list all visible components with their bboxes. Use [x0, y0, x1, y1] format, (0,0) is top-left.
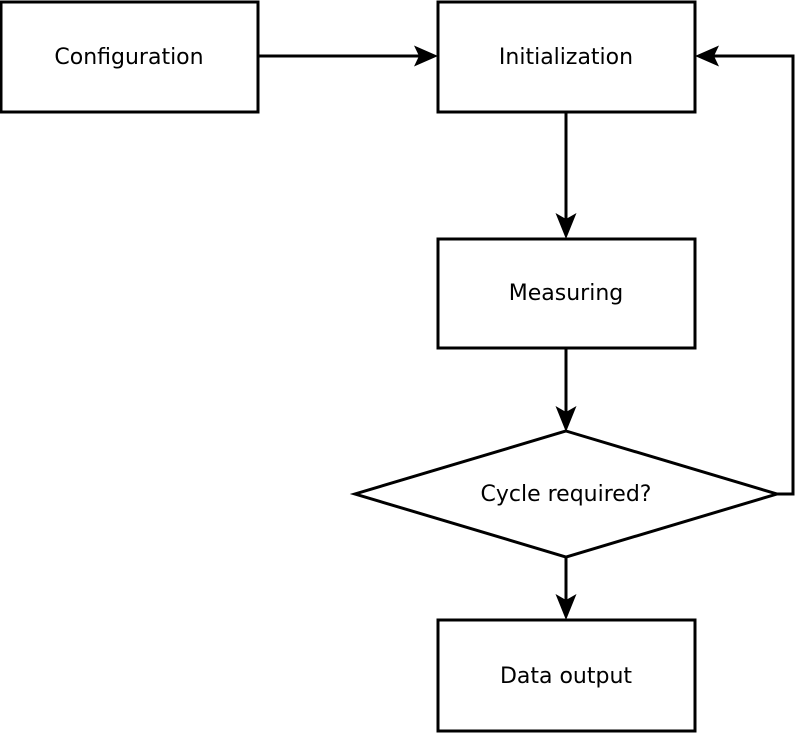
- node-initialization-label: Initialization: [499, 45, 633, 70]
- node-data-output[interactable]: Data output: [436, 618, 697, 733]
- arrow-head-down-icon: [555, 594, 577, 620]
- node-configuration-label: Configuration: [54, 45, 203, 70]
- edge-cycle-required-to-initialization: [695, 45, 795, 496]
- node-measuring-label: Measuring: [509, 281, 623, 306]
- edge-cycle-required-to-data-output: [555, 556, 577, 620]
- node-measuring-shape[interactable]: [436, 237, 697, 350]
- edge-initialization-to-measuring: [555, 112, 577, 239]
- node-data-output-shape[interactable]: [436, 618, 697, 733]
- node-measuring[interactable]: Measuring: [436, 237, 697, 350]
- arrow-head-down-icon: [555, 213, 577, 239]
- node-initialization[interactable]: Initialization: [436, 0, 697, 114]
- node-data-output-label: Data output: [500, 664, 632, 689]
- node-configuration[interactable]: Configuration: [0, 0, 260, 114]
- edge-measuring-to-cycle-required: [555, 348, 577, 432]
- node-cycle-required[interactable]: Cycle required?: [349, 429, 783, 559]
- node-cycle-required-shape[interactable]: [349, 429, 783, 559]
- node-configuration-shape[interactable]: [0, 0, 260, 114]
- edge-configuration-to-initialization: [258, 45, 438, 67]
- node-cycle-required-label: Cycle required?: [481, 482, 652, 507]
- arrow-head-right-icon: [414, 45, 438, 67]
- node-layer: Configuration Initialization Measuring C…: [0, 0, 783, 733]
- arrow-head-left-icon: [695, 45, 719, 67]
- edge-layer: [258, 45, 795, 620]
- node-initialization-shape[interactable]: [436, 0, 697, 114]
- edge-line: [703, 54, 795, 496]
- arrow-head-down-icon: [555, 406, 577, 432]
